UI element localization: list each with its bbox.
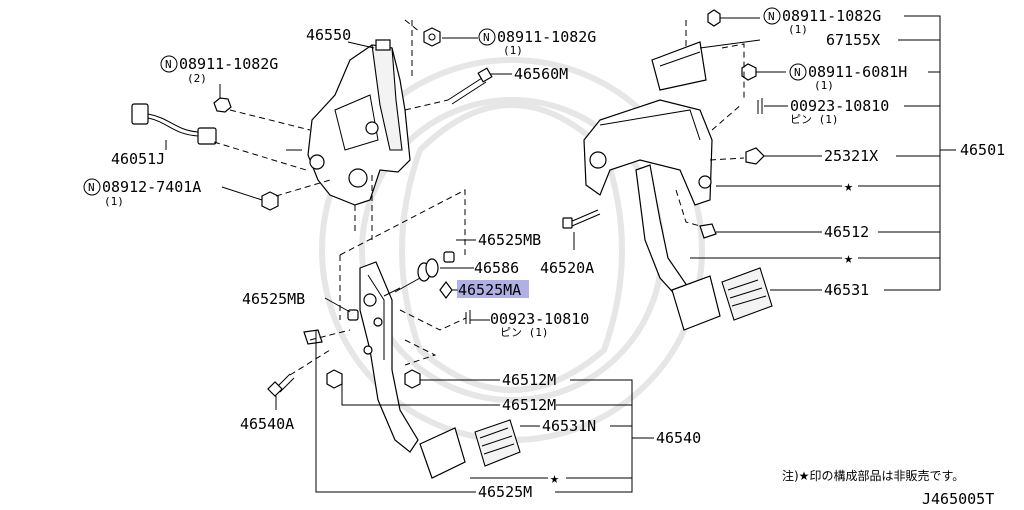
brake-pedal-top-bracket[interactable]: [651, 41, 707, 91]
label-67155x: 67155X: [826, 31, 880, 49]
label-46586: 46586: [474, 259, 519, 277]
bush-46525mb-right[interactable]: [443, 251, 455, 263]
figure-code: J465005T: [922, 490, 994, 508]
label-46550: 46550: [306, 26, 351, 44]
brake-pedal-bracket[interactable]: [583, 99, 713, 206]
label-46560m: 46560M: [514, 65, 568, 83]
label-46525mb-left: 46525MB: [242, 290, 305, 308]
harness-46051j[interactable]: [131, 103, 217, 145]
label-46540a: 46540A: [240, 415, 294, 433]
label-46512: 46512: [824, 223, 869, 241]
label-pin-right-sub: ピン (1): [790, 113, 839, 126]
nut-r2[interactable]: [741, 63, 757, 81]
clutch-pedal-arm[interactable]: [359, 261, 419, 453]
brake-pedal-arm[interactable]: [635, 164, 691, 301]
nut-tr[interactable]: [707, 9, 721, 27]
n-symbol-top: N: [483, 31, 490, 44]
label-46512m-2: 46512M: [502, 396, 556, 414]
star-brake-1: ★: [844, 177, 853, 195]
bolt-46560m[interactable]: [447, 67, 493, 105]
washer-tl[interactable]: [213, 97, 232, 113]
n-mark-top: [478, 28, 496, 46]
label-46531: 46531: [824, 281, 869, 299]
label-46051j: 46051J: [111, 150, 165, 168]
n-mark-tl: [160, 55, 178, 73]
nut-lower-left[interactable]: [261, 191, 279, 211]
solid-leaders: [165, 15, 956, 493]
label-46520a: 46520A: [540, 259, 594, 277]
label-46531n: 46531N: [542, 417, 596, 435]
pedal-bracket-46550[interactable]: [307, 39, 411, 206]
clutch-pedal-pad[interactable]: [419, 419, 521, 479]
label-46525mb-right: 46525MB: [478, 231, 541, 249]
nut-46512m-a[interactable]: [404, 369, 421, 389]
label-pin-mid-sub: ピン (1): [500, 326, 549, 339]
qty-nut-top: (1): [503, 44, 523, 57]
star-brake-2: ★: [844, 249, 853, 267]
label-46512m-1: 46512M: [502, 371, 556, 389]
nut-46512m-b[interactable]: [326, 369, 343, 389]
switch-25321x[interactable]: [745, 147, 765, 165]
label-46525m: 46525M: [478, 483, 532, 501]
bush-46525mb-left[interactable]: [347, 309, 359, 321]
star-clutch: ★: [550, 469, 559, 487]
n-mark-r2: [789, 63, 807, 81]
brake-pedal-pad[interactable]: [671, 267, 773, 331]
n-symbol-l: N: [88, 181, 95, 194]
clutch-dashed-leaders: [289, 189, 467, 376]
pin-mid[interactable]: [465, 310, 471, 324]
pin-right[interactable]: [757, 98, 763, 114]
footnote: 注)★印の構成部品は非販売です。: [782, 468, 964, 483]
n-symbol-tr: N: [768, 10, 775, 23]
n-symbol-r2: N: [794, 66, 801, 79]
label-nut-l: 08912-7401A: [102, 178, 201, 196]
clip-46525ma[interactable]: [439, 281, 453, 299]
qty-nut-tr: (1): [788, 23, 808, 36]
qty-nut-r2: (1): [814, 79, 834, 92]
label-25321x: 25321X: [824, 147, 878, 165]
bolt-46540a[interactable]: [267, 373, 295, 397]
bolt-46520a[interactable]: [562, 209, 601, 229]
stopper-left[interactable]: [303, 329, 323, 345]
nut-top[interactable]: [423, 27, 441, 47]
label-pin-right: 00923-10810: [790, 97, 889, 115]
brake-dashed-leaders: [675, 20, 745, 227]
label-nut-tl: 08911-1082G: [179, 55, 278, 73]
n-symbol-tl: N: [165, 58, 172, 71]
label-nut-tr: 08911-1082G: [782, 7, 881, 25]
qty-nut-l: (1): [104, 195, 124, 208]
label-46525ma: 46525MA: [458, 281, 521, 299]
stopper-46512[interactable]: [699, 223, 717, 239]
qty-nut-tl: (2): [187, 72, 207, 85]
highlight-46525ma: [457, 280, 529, 298]
label-nut-top: 08911-1082G: [497, 28, 596, 46]
n-mark-tr: [763, 7, 781, 25]
label-46540: 46540: [656, 429, 701, 447]
label-nut-r2: 08911-6081H: [808, 63, 907, 81]
n-mark-l: [83, 178, 101, 196]
bush-46586[interactable]: [394, 258, 439, 293]
bracket-dashed-leaders: [213, 19, 449, 240]
label-46501: 46501: [960, 141, 1005, 159]
label-pin-mid: 00923-10810: [490, 310, 589, 328]
